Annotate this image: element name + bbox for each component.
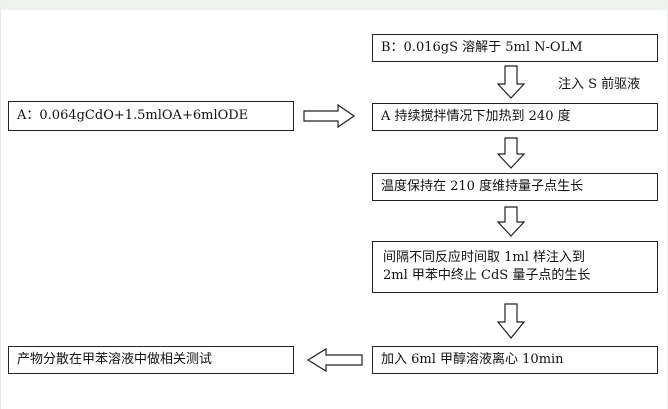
precursor-a-box: A：0.064gCdO+1.5mlOA+6mlODE bbox=[8, 101, 294, 131]
product-step-box: 产物分散在甲苯溶液中做相关测试 bbox=[8, 346, 294, 374]
down-arrow-icon bbox=[496, 137, 526, 169]
inject-s-precursor-note: 注入 S 前驱液 bbox=[558, 77, 641, 92]
sampling-step-line1: 间隔不同反应时间取 1ml 样注入到 bbox=[383, 250, 586, 266]
right-arrow-icon bbox=[303, 103, 356, 129]
centrifuge-step-box: 加入 6ml 甲醇溶液离心 10min bbox=[372, 346, 658, 374]
precursor-b-box: B：0.016gS 溶解于 5ml N-OLM bbox=[372, 34, 658, 62]
heating-step-box: A 持续搅拌情况下加热到 240 度 bbox=[372, 103, 658, 131]
precursor-b-label: B：0.016gS 溶解于 5ml N-OLM bbox=[381, 40, 583, 56]
temperature-step-label: 温度保持在 210 度维持量子点生长 bbox=[381, 179, 584, 195]
down-arrow-icon bbox=[496, 65, 526, 99]
product-step-label: 产物分散在甲苯溶液中做相关测试 bbox=[17, 352, 213, 368]
centrifuge-step-label: 加入 6ml 甲醇溶液离心 10min bbox=[381, 352, 564, 368]
down-arrow-icon bbox=[496, 206, 526, 237]
heating-step-label: A 持续搅拌情况下加热到 240 度 bbox=[381, 109, 571, 125]
down-arrow-icon bbox=[496, 303, 526, 339]
precursor-a-label: A：0.064gCdO+1.5mlOA+6mlODE bbox=[17, 108, 249, 124]
temperature-step-box: 温度保持在 210 度维持量子点生长 bbox=[372, 173, 658, 201]
sampling-step-line2: 2ml 甲苯中终止 CdS 量子点的生长 bbox=[383, 268, 591, 283]
left-arrow-icon bbox=[306, 347, 363, 373]
sampling-step-box: 间隔不同反应时间取 1ml 样注入到 2ml 甲苯中终止 CdS 量子点的生长 bbox=[372, 241, 658, 293]
